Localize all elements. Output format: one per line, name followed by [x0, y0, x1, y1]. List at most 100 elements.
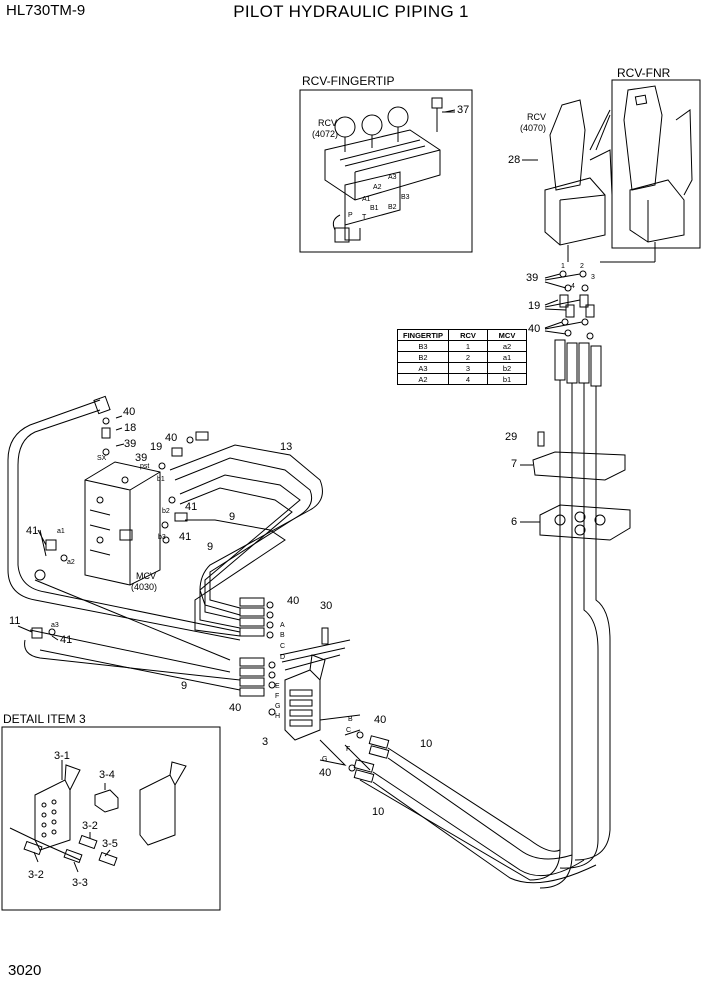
- table-header: MCV: [487, 329, 527, 341]
- bracket-item-3: [279, 627, 371, 771]
- table-header: RCV: [448, 329, 488, 341]
- table-cell: 3: [448, 362, 488, 374]
- callout-37: 37: [457, 104, 470, 116]
- callout-41-left: 41: [26, 525, 39, 537]
- port-B2: B2: [388, 204, 397, 211]
- table-cell: 2: [448, 351, 488, 363]
- port-1: 1: [561, 263, 565, 270]
- port-2: 2: [580, 263, 584, 270]
- port-lB: B: [348, 716, 353, 723]
- port-A1: A1: [362, 196, 371, 203]
- port-pst: pst: [140, 463, 150, 470]
- port-mE: E: [275, 683, 280, 690]
- callout-3-2-lower: 3-2: [28, 869, 44, 881]
- detail-item3-drawing: [9, 760, 187, 873]
- hose-ends-upper: [239, 597, 274, 639]
- rcv-main-code: (4070): [520, 123, 547, 133]
- port-B3: B3: [401, 194, 410, 201]
- table-cell: A3: [397, 362, 449, 374]
- mcv-name: MCV: [136, 571, 156, 581]
- callout-18: 18: [124, 422, 137, 434]
- table-cell: 1: [448, 340, 488, 352]
- port-a3: a3: [51, 622, 59, 629]
- table-cell: B3: [397, 340, 449, 352]
- callout-40-lower: 40: [229, 702, 242, 714]
- rcv-fingertip-box: [299, 89, 473, 253]
- port-lF: F: [346, 746, 351, 753]
- table-header: FINGERTIP: [397, 329, 449, 341]
- callout-39-pst: 39: [135, 452, 148, 464]
- callout-39-rcv: 39: [526, 272, 539, 284]
- callout-3-4: 3-4: [99, 769, 115, 781]
- plate-7: [532, 451, 626, 481]
- callout-28: 28: [508, 154, 521, 166]
- callout-10-lower: 10: [372, 806, 385, 818]
- plate-6: [539, 504, 631, 541]
- rcv-fnr-box: [611, 79, 701, 249]
- hoses-10: [348, 731, 597, 884]
- port-4: 4: [571, 283, 575, 290]
- callout-41-mid: 41: [185, 501, 198, 513]
- callout-3-3: 3-3: [72, 877, 88, 889]
- port-T: T: [362, 214, 367, 221]
- rcv-fnr-drawing: [600, 85, 693, 263]
- model-number: HL730TM-9: [6, 2, 86, 19]
- rcv-fingertip-drawing: [324, 97, 455, 243]
- mcv-code: (4030): [131, 582, 158, 592]
- port-mapping-table: FINGERTIP RCV MCV B3 1 a2 B2 2 a1 A3 3 b…: [397, 329, 527, 385]
- callout-19-rcv: 19: [528, 300, 541, 312]
- table-cell: a2: [487, 340, 527, 352]
- callout-11: 11: [9, 615, 21, 627]
- callout-29: 29: [505, 431, 518, 443]
- callout-7: 7: [511, 458, 518, 470]
- callout-30: 30: [320, 600, 333, 612]
- port-lG: G: [322, 756, 328, 763]
- table-cell: A2: [397, 373, 449, 385]
- page-number: 3020: [8, 962, 42, 979]
- table-row: A2 4 b1: [397, 373, 527, 385]
- port-3: 3: [591, 274, 595, 281]
- port-mG: G: [275, 703, 281, 710]
- callout-19-mcv: 19: [150, 441, 163, 453]
- hose-ends-lower: [239, 657, 276, 716]
- callout-40-top: 40: [165, 432, 178, 444]
- port-mD: D: [280, 654, 286, 661]
- callout-10-upper: 10: [420, 738, 433, 750]
- page-title: PILOT HYDRAULIC PIPING 1: [233, 2, 469, 21]
- callout-3-2-upper: 3-2: [82, 820, 98, 832]
- port-a1: a1: [57, 528, 65, 535]
- port-B1: B1: [370, 205, 379, 212]
- callout-41-b3: 41: [179, 531, 192, 543]
- callout-9-upper: 9: [229, 511, 236, 523]
- table-row: A3 3 b2: [397, 362, 527, 374]
- callout-3-1: 3-1: [54, 750, 70, 762]
- pilot-pipes: [7, 399, 323, 691]
- port-A3: A3: [388, 174, 397, 181]
- table-cell: a1: [487, 351, 527, 363]
- table-cell: B2: [397, 351, 449, 363]
- port-lC: C: [346, 727, 352, 734]
- rcv-fnr-label: RCV-FNR: [617, 66, 671, 80]
- rcv-main-name: RCV: [527, 112, 547, 122]
- callout-3: 3: [262, 736, 269, 748]
- port-mC: C: [280, 643, 286, 650]
- table-cell: b1: [487, 373, 527, 385]
- callout-9-mid: 9: [207, 541, 214, 553]
- table-cell: b2: [487, 362, 527, 374]
- port-mA: A: [280, 622, 285, 629]
- callout-39-mcv: 39: [124, 438, 137, 450]
- detail-item3-label: DETAIL ITEM 3: [3, 712, 86, 726]
- callout-9-lower: 9: [181, 680, 188, 692]
- detail-item3-box: [1, 726, 221, 911]
- port-P: P: [348, 212, 353, 219]
- port-mB: B: [280, 632, 285, 639]
- table-cell: 4: [448, 373, 488, 385]
- table-row: B3 1 a2: [397, 340, 527, 352]
- rcv-main-drawing: [544, 99, 613, 262]
- rcv-hoses: [359, 339, 611, 889]
- rcv-fingertip-label: RCV-FINGERTIP: [302, 74, 395, 88]
- port-mF: F: [275, 693, 280, 700]
- callout-6: 6: [511, 516, 518, 528]
- port-sx: SX: [97, 455, 107, 462]
- callout-40-upper: 40: [287, 595, 300, 607]
